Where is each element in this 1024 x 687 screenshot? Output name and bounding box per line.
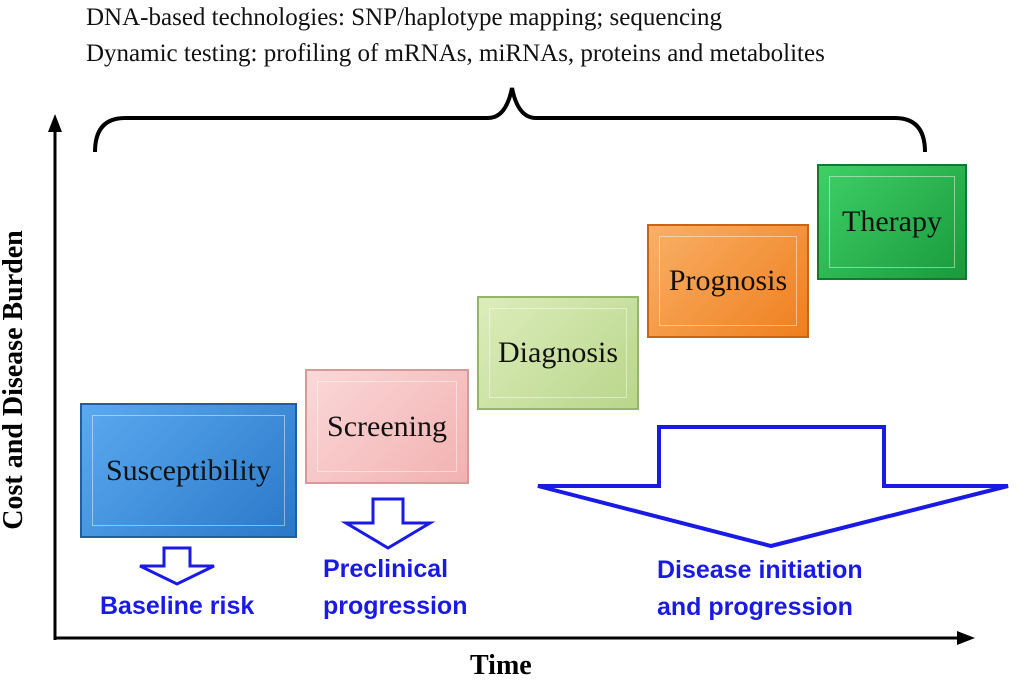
disease-label-line1: Disease initiation bbox=[657, 556, 863, 584]
disease-initiation-arrow bbox=[537, 425, 1009, 549]
preclinical-label-line2: progression bbox=[323, 592, 468, 620]
stage-susceptibility: Susceptibility bbox=[80, 403, 297, 538]
disease-label-line2: and progression bbox=[657, 593, 853, 621]
x-axis-arrowhead bbox=[957, 631, 975, 645]
preclinical-label-line1: Preclinical bbox=[323, 555, 449, 583]
baseline-risk-arrow bbox=[139, 546, 215, 586]
baseline-risk-label: Baseline risk bbox=[100, 592, 255, 620]
y-axis-arrowhead bbox=[48, 114, 62, 132]
x-axis-label: Time bbox=[470, 650, 532, 681]
dynamic-testing-text: Dynamic testing: profiling of mRNAs, miR… bbox=[86, 40, 825, 67]
stage-prognosis: Prognosis bbox=[647, 224, 809, 338]
stage-diagnosis: Diagnosis bbox=[477, 296, 639, 410]
stage-screening: Screening bbox=[305, 369, 469, 484]
dna-technologies-text: DNA-based technologies: SNP/haplotype ma… bbox=[86, 4, 722, 31]
preclinical-arrow bbox=[340, 497, 436, 550]
stage-therapy: Therapy bbox=[817, 164, 967, 280]
curly-brace bbox=[93, 87, 927, 153]
